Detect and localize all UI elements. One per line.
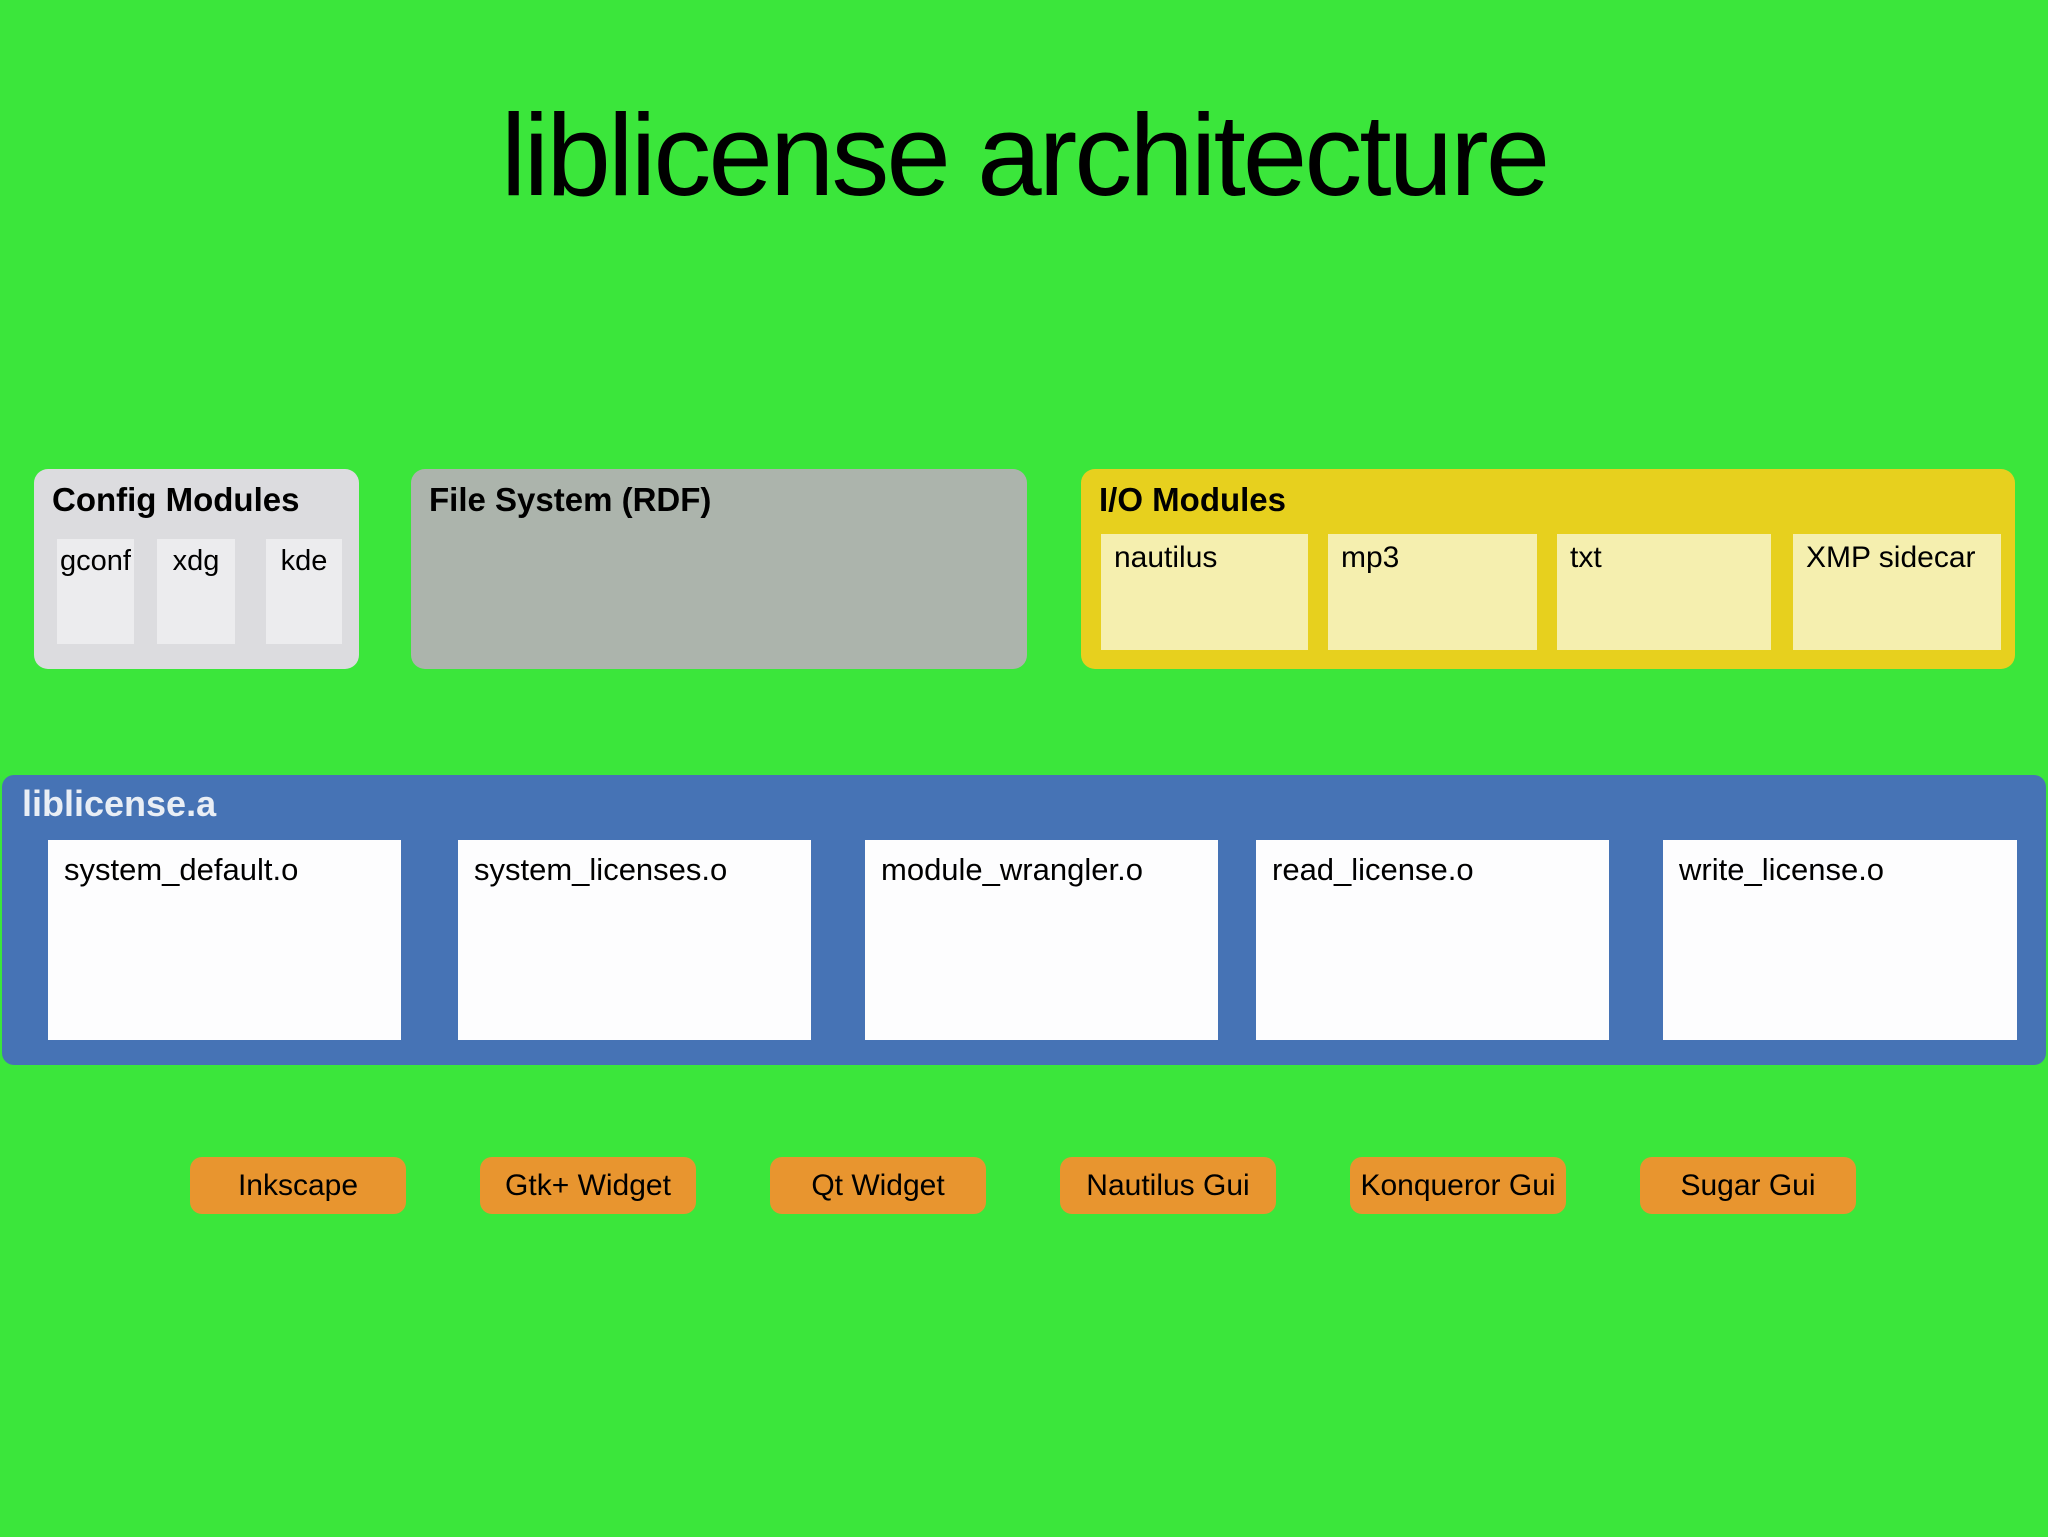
io-modules-group: I/O Modules nautilus mp3 txt XMP sidecar [1081, 469, 2015, 669]
gui-node-nautilus-gui: Nautilus Gui [1060, 1157, 1276, 1214]
io-module-mp3: mp3 [1328, 534, 1537, 650]
io-module-nautilus: nautilus [1101, 534, 1308, 650]
object-write-license: write_license.o [1663, 840, 2017, 1040]
object-read-license: read_license.o [1256, 840, 1609, 1040]
io-module-txt: txt [1557, 534, 1771, 650]
config-modules-label: Config Modules [52, 481, 300, 518]
liblicense-label: liblicense.a [22, 783, 217, 824]
liblicense-library-group: liblicense.a system_default.o system_lic… [2, 775, 2046, 1065]
config-module-kde: kde [266, 539, 342, 644]
diagram-title: liblicense architecture [500, 90, 1550, 220]
config-module-xdg: xdg [157, 539, 235, 644]
gui-node-inkscape: Inkscape [190, 1157, 406, 1214]
object-module-wrangler: module_wrangler.o [865, 840, 1218, 1040]
object-system-default: system_default.o [48, 840, 401, 1040]
config-modules-group: Config Modules gconf xdg kde [34, 469, 359, 669]
gui-node-sugar-gui: Sugar Gui [1640, 1157, 1856, 1214]
object-system-licenses: system_licenses.o [458, 840, 811, 1040]
file-system-label: File System (RDF) [429, 481, 712, 518]
file-system-group: File System (RDF) [411, 469, 1027, 669]
io-module-xmp-sidecar: XMP sidecar [1793, 534, 2001, 650]
gui-node-konqueror-gui: Konqueror Gui [1350, 1157, 1566, 1214]
gui-node-gtk-widget: Gtk+ Widget [480, 1157, 696, 1214]
config-module-gconf: gconf [57, 539, 134, 644]
gui-node-qt-widget: Qt Widget [770, 1157, 986, 1214]
io-modules-label: I/O Modules [1099, 481, 1287, 518]
